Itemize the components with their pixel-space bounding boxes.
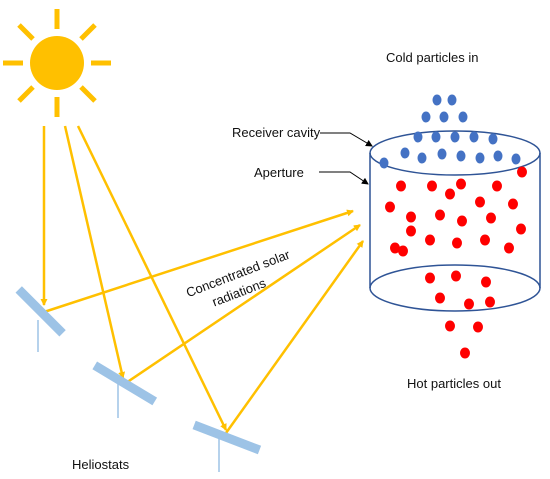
heliostat-mirror-3: [192, 420, 262, 455]
receiver-cavity-leader: [320, 132, 373, 147]
receiver: [369, 130, 541, 312]
heliostats: [15, 286, 262, 472]
cold-particles-in-label: Cold particles in: [386, 50, 479, 65]
receiver-bottom-ellipse: [369, 264, 541, 312]
hot-particles: [385, 166, 527, 359]
aperture-leader: [319, 171, 369, 185]
reflected-rays: [43, 209, 365, 434]
aperture-label: Aperture: [254, 165, 304, 180]
hot-particles-out-label: Hot particles out: [407, 376, 501, 391]
reflected-ray-2: [122, 223, 361, 387]
sun-icon: [3, 9, 111, 117]
cold-particles: [379, 94, 521, 169]
receiver-cavity-label: Receiver cavity: [232, 125, 321, 140]
heliostat-mirror-2: [92, 361, 158, 406]
leader-arrows: [319, 132, 373, 185]
incident-ray-2: [63, 125, 126, 379]
heliostats-label: Heliostats: [72, 457, 130, 472]
reflected-ray-1: [43, 209, 354, 314]
heliostat-mirror-1: [15, 286, 66, 337]
reflected-ray-3: [224, 240, 365, 434]
